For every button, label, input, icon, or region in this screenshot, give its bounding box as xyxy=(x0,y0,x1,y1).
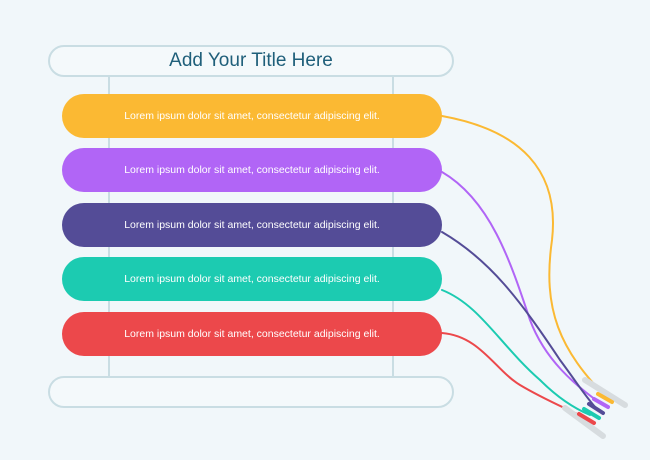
item-bar-2: Lorem ipsum dolor sit amet, consectetur … xyxy=(62,148,442,192)
item-bar-1: Lorem ipsum dolor sit amet, consectetur … xyxy=(62,94,442,138)
item-text-4: Lorem ipsum dolor sit amet, consectetur … xyxy=(124,273,380,285)
plug-4 xyxy=(582,407,601,420)
item-text-3: Lorem ipsum dolor sit amet, consectetur … xyxy=(124,219,380,231)
item-bar-4: Lorem ipsum dolor sit amet, consectetur … xyxy=(62,257,442,301)
item-text-1: Lorem ipsum dolor sit amet, consectetur … xyxy=(124,110,380,122)
plug-3 xyxy=(587,402,605,415)
item-bar-5: Lorem ipsum dolor sit amet, consectetur … xyxy=(62,312,442,356)
plug-2 xyxy=(592,397,610,409)
connector-4 xyxy=(441,289,591,416)
connector-2 xyxy=(441,171,601,404)
connector-5 xyxy=(441,332,586,419)
connector-3 xyxy=(441,231,597,409)
connector-1 xyxy=(441,115,608,399)
plug-1 xyxy=(596,392,614,404)
diagram-title: Add Your Title Here xyxy=(169,50,333,71)
title-pill: Add Your Title Here xyxy=(48,45,454,77)
item-text-5: Lorem ipsum dolor sit amet, consectetur … xyxy=(124,328,380,340)
item-bar-3: Lorem ipsum dolor sit amet, consectetur … xyxy=(62,203,442,247)
plug-5 xyxy=(577,412,596,425)
item-text-2: Lorem ipsum dolor sit amet, consectetur … xyxy=(124,164,380,176)
cable-clip xyxy=(562,377,628,439)
bottom-pill xyxy=(48,376,454,408)
